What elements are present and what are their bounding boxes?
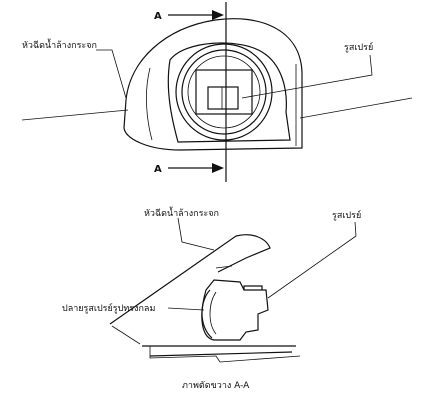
section-nozzle-body bbox=[201, 279, 269, 341]
leader-spray-hole-top bbox=[241, 54, 373, 99]
lower-plate-line bbox=[111, 325, 141, 345]
top-view: A A หัวฉีดน้ำล้างกระจก รูสเปรย์ bbox=[21, 2, 413, 182]
section-arrowhead-bottom bbox=[212, 163, 224, 173]
section-arrowhead-top bbox=[212, 10, 224, 20]
base-plate-step bbox=[149, 346, 301, 363]
housing-side-line bbox=[145, 67, 153, 141]
nozzle-head-inner bbox=[187, 55, 261, 129]
label-nozzle-top: หัวฉีดน้ำล้างกระจก bbox=[22, 38, 97, 51]
leader-spray-hole-section bbox=[267, 221, 357, 299]
hood-surface-line-right bbox=[299, 97, 413, 119]
spray-outlet-body bbox=[195, 69, 253, 115]
label-spray-hole-top: รูสเปรย์ bbox=[344, 41, 373, 53]
section-spray-outlet bbox=[243, 285, 263, 290]
spray-hole bbox=[207, 86, 239, 110]
label-nozzle-section: หัวฉีดน้ำล้างกระจก bbox=[144, 206, 219, 219]
label-round-tip: ปลายรูสเปรย์รูปทรงกลม bbox=[62, 302, 155, 314]
section-round-tip-inner bbox=[209, 291, 217, 335]
body-panel-upper-inner bbox=[215, 265, 233, 269]
section-mark-bottom: A bbox=[154, 164, 162, 175]
section-round-tip bbox=[201, 289, 213, 339]
section-view: หัวฉีดน้ำล้างกระจก รูสเปรย์ ปลายรูสเปรย์… bbox=[62, 206, 361, 391]
section-caption: ภาพตัดขวาง A-A bbox=[182, 381, 250, 391]
body-panel-upper bbox=[109, 234, 271, 325]
section-mark-top: A bbox=[154, 11, 162, 22]
base-plate-lower bbox=[149, 351, 293, 357]
leader-nozzle-section bbox=[177, 217, 215, 251]
label-spray-hole-section: รูสเปรย์ bbox=[332, 209, 361, 221]
nozzle-head-outer bbox=[175, 43, 273, 141]
nozzle-housing-outline bbox=[123, 18, 303, 151]
nozzle-head-ring bbox=[181, 49, 267, 135]
hood-surface-line-left bbox=[21, 109, 129, 121]
leader-round-tip bbox=[167, 307, 205, 311]
nozzle-inner-bezel bbox=[167, 42, 291, 143]
leader-nozzle-top bbox=[96, 49, 127, 99]
